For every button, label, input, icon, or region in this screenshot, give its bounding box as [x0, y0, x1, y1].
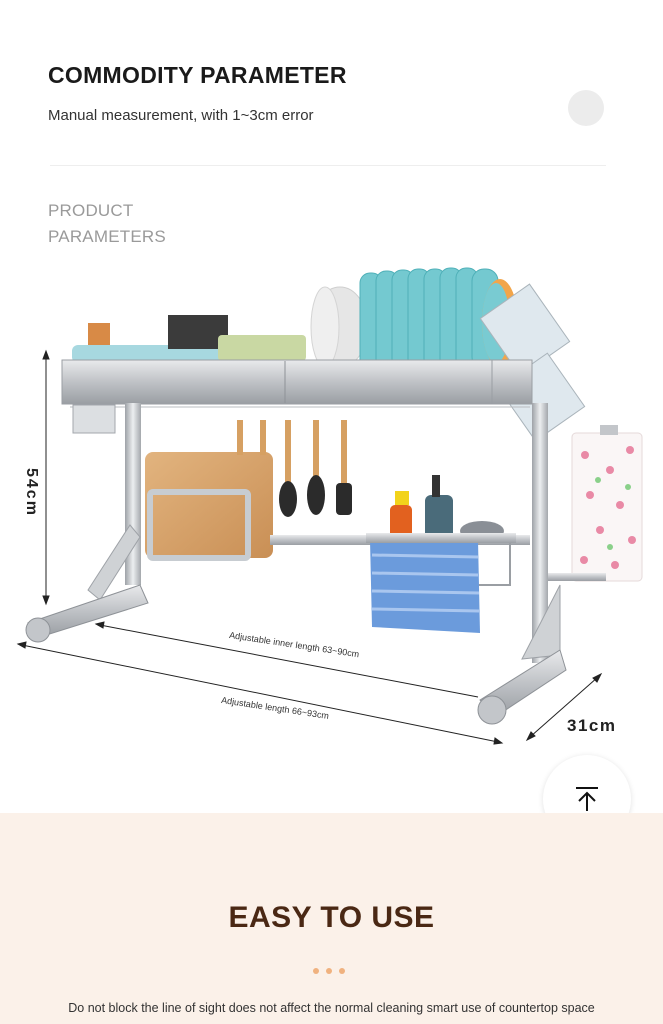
- section-description: Do not block the line of sight does not …: [68, 1001, 595, 1015]
- paper-towel-roll: [548, 425, 643, 582]
- gray-circle-decoration: [568, 90, 604, 126]
- dot: [326, 968, 332, 974]
- product-parameters-label: PRODUCT PARAMETERS: [48, 198, 166, 250]
- page-subtitle: Manual measurement, with 1~3cm error: [48, 107, 314, 124]
- utensil-cup: [72, 404, 116, 434]
- pagination-dots: [313, 968, 345, 974]
- left-leg: [25, 403, 149, 643]
- main-tray: [61, 359, 493, 405]
- dot: [339, 968, 345, 974]
- section-title: EASY TO USE: [228, 901, 435, 934]
- product-label-line2: PARAMETERS: [48, 227, 166, 246]
- depth-dimension-label: 31cm: [567, 716, 617, 735]
- bowls: [72, 315, 306, 363]
- arrow-up-to-top-icon: [576, 787, 598, 811]
- easy-to-use-section: EASY TO USE Do not block the line of sig…: [0, 813, 663, 1024]
- product-label-line1: PRODUCT: [48, 201, 134, 220]
- height-dimension-line: [42, 349, 50, 606]
- inner-length-line: [94, 621, 479, 698]
- dish-rack-illustration: [16, 267, 643, 745]
- right-leg: [477, 403, 567, 725]
- page-title: COMMODITY PARAMETER: [48, 62, 347, 88]
- outer-length-line: [16, 641, 504, 745]
- bottles: [390, 475, 453, 541]
- divider: [50, 165, 606, 166]
- depth-line: [525, 672, 603, 742]
- hanging-utensils: [237, 420, 352, 517]
- height-dimension-label: 54cm: [23, 468, 40, 517]
- dot: [313, 968, 319, 974]
- cutting-board: [145, 452, 273, 558]
- plates: [310, 267, 518, 370]
